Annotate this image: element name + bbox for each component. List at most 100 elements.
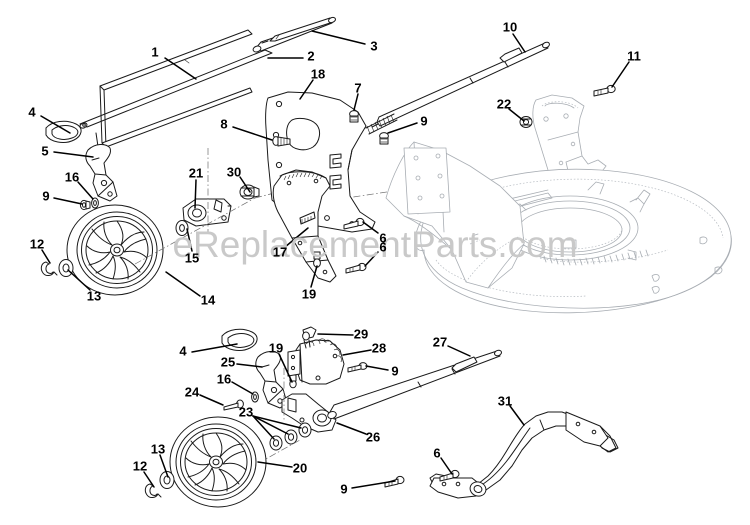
- part-9-bolt-spring: [379, 132, 389, 145]
- part-13-washer-upper: [58, 259, 74, 277]
- callout-13: 13: [86, 288, 102, 304]
- leader-line-6: [362, 221, 379, 234]
- part-9-bolt-plate: [347, 362, 368, 373]
- part-20-wheel-lower: [169, 416, 267, 508]
- part-24-bolt: [223, 399, 244, 411]
- leader-line-19: [310, 265, 318, 288]
- leader-line-31: [509, 405, 525, 426]
- leader-line-21: [194, 179, 197, 209]
- leader-lines: [40, 30, 630, 489]
- watermark: eReplacementParts.com: [172, 224, 578, 265]
- part-12-clip-upper: [40, 261, 58, 276]
- leader-line-9: [351, 480, 396, 489]
- part-4-grip-upper: [45, 120, 82, 143]
- part-30-nut: [239, 184, 260, 200]
- leader-line-9: [365, 365, 389, 371]
- part-22-nut: [519, 116, 533, 128]
- leader-line-10: [512, 33, 526, 53]
- callout-4: 4: [28, 104, 36, 120]
- callout-26: 26: [365, 429, 381, 445]
- callout-7: 7: [354, 80, 362, 96]
- leader-line-9: [387, 122, 418, 134]
- part-5-wheel-arm-upper: [85, 144, 118, 202]
- callout-19: 19: [268, 340, 284, 356]
- callout-6: 6: [433, 445, 441, 461]
- leader-line-6: [440, 457, 453, 475]
- part-23-washers: [269, 422, 312, 451]
- callout-14: 14: [200, 292, 216, 308]
- part-13-washer-lower: [159, 471, 175, 489]
- callout-8: 8: [220, 116, 228, 132]
- leader-line-4: [40, 115, 71, 134]
- callout-16: 16: [216, 371, 232, 387]
- part-6-bolt-a: [343, 217, 365, 230]
- callout-17: 17: [272, 244, 288, 260]
- callout-11: 11: [627, 48, 641, 64]
- leader-line-11: [611, 61, 630, 88]
- callout-29: 29: [353, 326, 369, 342]
- callout-31: 31: [497, 393, 513, 409]
- part-27-rod-lower: [327, 349, 502, 420]
- callout-24: 24: [184, 384, 200, 400]
- callout-19: 19: [301, 286, 317, 302]
- leader-line-27: [447, 345, 471, 357]
- serration-17: [283, 172, 323, 181]
- part-6-bolt-c: [439, 469, 460, 482]
- callout-27: 27: [432, 334, 448, 350]
- part-10-long-rod: [365, 41, 550, 135]
- leader-line-12: [41, 249, 51, 264]
- callout-20: 20: [292, 460, 308, 476]
- callout-9: 9: [42, 188, 50, 204]
- callout-3: 3: [370, 38, 378, 54]
- callout-15: 15: [184, 250, 200, 266]
- part-9-bolt-upper: [79, 199, 91, 211]
- leader-line-16: [77, 181, 94, 200]
- leader-line-23: [252, 415, 275, 440]
- part-spring-coil: [365, 113, 398, 135]
- callout-13: 13: [150, 441, 166, 457]
- leader-line-17: [284, 227, 309, 248]
- callout-30: 30: [226, 164, 242, 180]
- leader-line-22: [508, 108, 525, 122]
- leader-line-30: [239, 176, 251, 193]
- part-2-3-rod: [252, 16, 336, 53]
- part-28-height-plate: [287, 338, 345, 385]
- callout-9: 9: [340, 481, 348, 497]
- leader-line-26: [336, 422, 367, 435]
- leader-line-29: [317, 333, 354, 336]
- leader-line-13: [67, 269, 91, 291]
- callout-12: 12: [132, 458, 148, 474]
- callout-6: 6: [379, 239, 387, 255]
- leader-line-24: [199, 394, 224, 406]
- callout-28: 28: [371, 340, 387, 356]
- part-29-lever: [302, 326, 317, 349]
- part-14-wheel-upper: [66, 204, 164, 296]
- callout-23: 23: [238, 404, 254, 420]
- callout-16: 16: [64, 169, 80, 185]
- leader-line-16: [231, 381, 254, 395]
- leader-line-7: [353, 93, 359, 111]
- part-8-bolt: [272, 136, 291, 147]
- leader-line-8: [232, 126, 273, 141]
- callout-10: 10: [502, 19, 518, 35]
- leader-line-6: [364, 251, 379, 267]
- callout-6: 6: [379, 230, 387, 246]
- part-11-bolt: [593, 84, 616, 97]
- mower-deck: [385, 141, 732, 314]
- part-25-wheel-arm-lower: [255, 351, 288, 409]
- callout-18: 18: [310, 66, 326, 82]
- callout-9: 9: [391, 363, 399, 379]
- leader-line-9: [53, 197, 83, 205]
- callout-21: 21: [188, 165, 204, 181]
- part-16-bushing-upper: [91, 197, 99, 209]
- part-26-axle-block-lower: [281, 393, 337, 433]
- leader-line-18: [299, 79, 314, 100]
- leader-line-5: [53, 151, 94, 158]
- leader-line-20: [257, 461, 293, 468]
- part-4-grip-lower: [221, 328, 258, 351]
- callout-22: 22: [496, 96, 512, 112]
- part-15-spacer: [175, 220, 189, 236]
- callout-25: 25: [220, 354, 236, 370]
